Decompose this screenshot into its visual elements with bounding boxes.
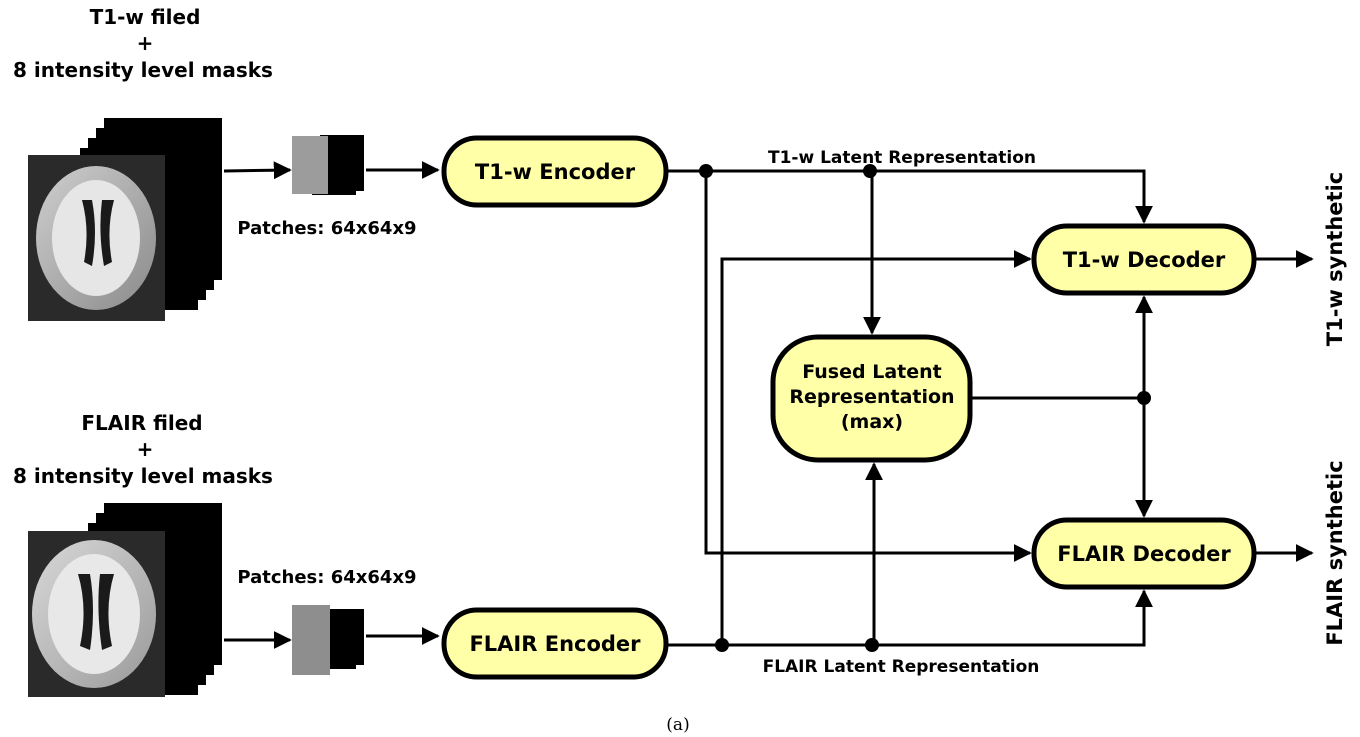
- t1-patches-label: Patches: 64x64x9: [237, 218, 416, 239]
- junction-dot: [865, 638, 879, 652]
- junction-dot: [863, 164, 877, 178]
- flair-patch-stack: [292, 605, 364, 675]
- fused-latent-line3: (max): [841, 411, 903, 433]
- flair-input-title: FLAIR filed: [81, 411, 202, 435]
- t1-output-label: T1-w synthetic: [1323, 172, 1347, 346]
- t1-decoder-block: T1-w Decoder: [1031, 223, 1257, 296]
- flair-decoder-block: FLAIR Decoder: [1031, 517, 1257, 590]
- t1-image-to-patch-arrow: [223, 161, 292, 180]
- fused-latent-block: Fused Latent Representation (max): [770, 334, 973, 463]
- flair-latent-label: FLAIR Latent Representation: [763, 657, 1040, 677]
- flair-encoder-label: FLAIR Encoder: [469, 632, 641, 656]
- junction-dots: [699, 164, 1151, 652]
- t1-encoder-block: T1-w Encoder: [441, 135, 669, 208]
- flair-input-plus: +: [137, 437, 154, 461]
- t1-input-plus: +: [137, 31, 154, 55]
- flair-output-label: FLAIR synthetic: [1323, 460, 1347, 645]
- flair-encoder-block: FLAIR Encoder: [441, 607, 669, 680]
- flair-patches-label: Patches: 64x64x9: [237, 567, 416, 588]
- t1-patch-stack: [292, 135, 364, 195]
- figure-caption: (a): [666, 715, 689, 735]
- flair-image-stack: [28, 503, 222, 697]
- t1-image-stack: [28, 118, 222, 321]
- fused-latent-line2: Representation: [789, 386, 954, 408]
- t1-input-title: T1-w filed: [90, 5, 201, 29]
- connection-wires: [666, 169, 1314, 647]
- flair-input-masks: 8 intensity level masks: [13, 464, 273, 488]
- junction-dot: [699, 164, 713, 178]
- t1-encoder-label: T1-w Encoder: [475, 160, 636, 184]
- junction-dot: [1137, 391, 1151, 405]
- junction-dot: [715, 638, 729, 652]
- flair-decoder-label: FLAIR Decoder: [1057, 542, 1231, 566]
- t1-input-masks: 8 intensity level masks: [13, 58, 273, 82]
- fused-latent-line1: Fused Latent: [802, 361, 941, 383]
- t1-decoder-label: T1-w Decoder: [1063, 248, 1226, 272]
- t1-latent-label: T1-w Latent Representation: [768, 148, 1036, 168]
